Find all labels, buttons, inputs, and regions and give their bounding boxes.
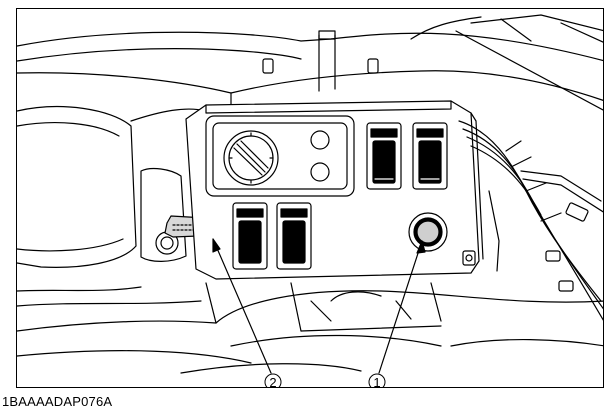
callout-1-label: 1	[373, 375, 380, 388]
wiring-harness	[458, 120, 603, 321]
callout-2: 2	[264, 373, 282, 388]
leader-lines	[212, 238, 426, 374]
switch-panel	[185, 100, 484, 280]
lower-column	[17, 282, 603, 374]
callout-2-label: 2	[269, 375, 276, 388]
callout-1: 1	[368, 373, 386, 388]
upper-dashboard-structure	[17, 14, 603, 112]
illustration-frame: 1 2	[16, 8, 604, 388]
rocker-switch-upper-right	[412, 122, 448, 190]
figure-code: 1BAAAADAP076A	[2, 394, 113, 409]
rocker-switch-upper-left	[366, 122, 402, 190]
left-console	[17, 106, 207, 268]
rotary-dial	[223, 130, 279, 186]
rocker-switch-lower-left	[232, 202, 268, 270]
dashboard-switch-panel-drawing: 1 2	[17, 14, 603, 388]
round-button	[408, 212, 448, 252]
rocker-switch-lower-right	[276, 202, 312, 270]
